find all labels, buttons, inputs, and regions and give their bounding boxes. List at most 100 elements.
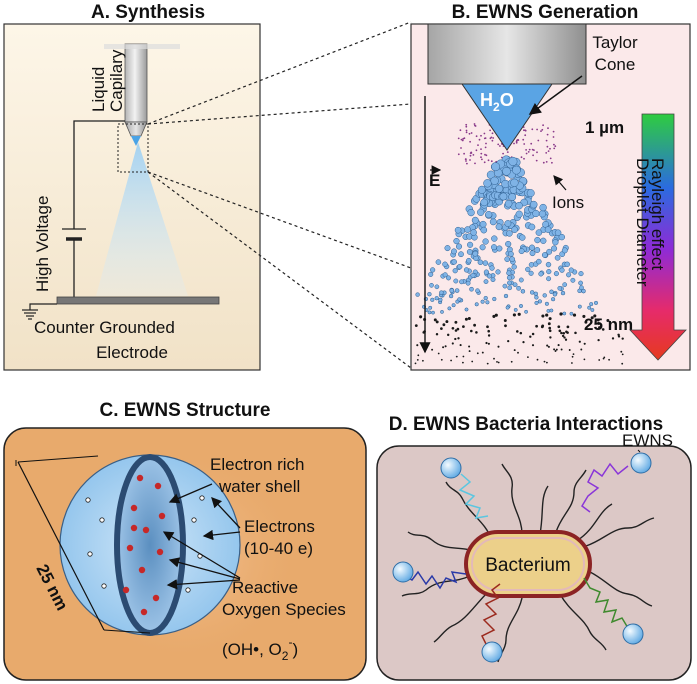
ion-dot [547, 150, 550, 153]
droplet [451, 248, 457, 255]
droplet [476, 352, 479, 355]
droplet [477, 185, 486, 194]
droplet [477, 208, 485, 216]
e-field-label: E [429, 171, 440, 190]
droplet [480, 299, 485, 304]
ion-dot [484, 153, 486, 156]
ewns-particle-4 [481, 641, 503, 663]
droplet [583, 358, 586, 361]
droplet [466, 248, 473, 255]
droplet [542, 293, 547, 298]
ion-dot [470, 151, 473, 154]
droplet [430, 297, 435, 302]
ion-dot [469, 159, 471, 161]
droplet [491, 235, 498, 242]
droplet [621, 353, 624, 356]
droplet [416, 344, 419, 347]
ion-dot [468, 132, 471, 135]
size-bottom-label: 25 nm [584, 315, 633, 334]
droplet [479, 220, 487, 228]
droplet [560, 290, 566, 296]
droplet [414, 324, 418, 327]
electrons-arrow-2 [202, 529, 241, 541]
droplet [467, 241, 474, 248]
droplet [597, 338, 600, 342]
electron-dot [199, 495, 205, 501]
droplet [483, 269, 489, 275]
droplet [558, 233, 565, 241]
ion-dot [520, 156, 523, 159]
ground-wire [29, 303, 57, 310]
droplet [555, 348, 558, 351]
droplet [513, 307, 518, 312]
droplet [548, 326, 552, 330]
ion-dot [524, 129, 527, 132]
droplet [534, 295, 539, 300]
droplet [474, 302, 479, 307]
droplet [506, 275, 512, 281]
droplet [534, 300, 539, 305]
droplet [487, 334, 491, 337]
droplet [470, 229, 477, 236]
ion-dot [536, 128, 538, 131]
droplet [485, 341, 488, 345]
droplet [497, 361, 500, 364]
droplet [454, 288, 460, 293]
droplet [444, 345, 447, 348]
electron-dot [101, 583, 107, 589]
ion-dot [485, 154, 488, 157]
ion-dot [489, 129, 491, 132]
panel-b-generation: B. EWNS Generation H2O E Taylor Cone Ion… [410, 2, 691, 371]
droplet [572, 313, 577, 317]
ion-dot [553, 143, 555, 146]
ion-dot [460, 147, 462, 149]
ion-dot [523, 129, 525, 132]
droplet [541, 314, 545, 318]
zoom-box [117, 123, 149, 173]
ion-dot [465, 131, 468, 134]
electrode-label-2: Electrode [96, 343, 168, 362]
droplet [453, 278, 459, 284]
droplet [485, 211, 493, 219]
droplet [462, 325, 465, 328]
ion-dot [546, 145, 549, 148]
droplet [535, 324, 538, 328]
droplet [534, 247, 541, 253]
electron-dot [99, 517, 105, 523]
ion-dot [481, 158, 483, 161]
ion-dot [480, 148, 482, 151]
ion-dot [523, 157, 525, 160]
liquid-capillary [124, 43, 148, 123]
droplet [562, 311, 567, 316]
ion-dot [531, 148, 534, 151]
droplet [435, 320, 439, 324]
water-shell-section [114, 454, 186, 636]
droplet [549, 289, 554, 295]
ion-dot [532, 154, 534, 157]
droplet [467, 208, 475, 217]
path-green [583, 577, 629, 629]
droplet-diameter-label: Droplet Diameter [633, 158, 652, 287]
droplet [422, 359, 424, 362]
droplet [454, 320, 458, 324]
droplet [445, 320, 449, 324]
droplet [482, 260, 489, 266]
droplet [503, 319, 507, 322]
droplet [416, 359, 419, 361]
ion-dot [527, 151, 530, 153]
path-purple [581, 462, 629, 513]
ion-dot [536, 151, 538, 154]
ros-label-2: Oxygen Species [222, 600, 346, 619]
panel-a-title: A. Synthesis [91, 2, 205, 23]
droplet [499, 192, 508, 201]
droplet [471, 360, 474, 363]
droplet [512, 282, 518, 288]
shell-label-2: water shell [218, 477, 300, 496]
droplet [536, 358, 539, 361]
droplet [429, 267, 436, 273]
droplet [496, 245, 503, 252]
dim-ext-bottom [103, 629, 151, 634]
droplet [507, 285, 513, 291]
ion-dot [530, 142, 533, 145]
droplet [529, 200, 538, 209]
